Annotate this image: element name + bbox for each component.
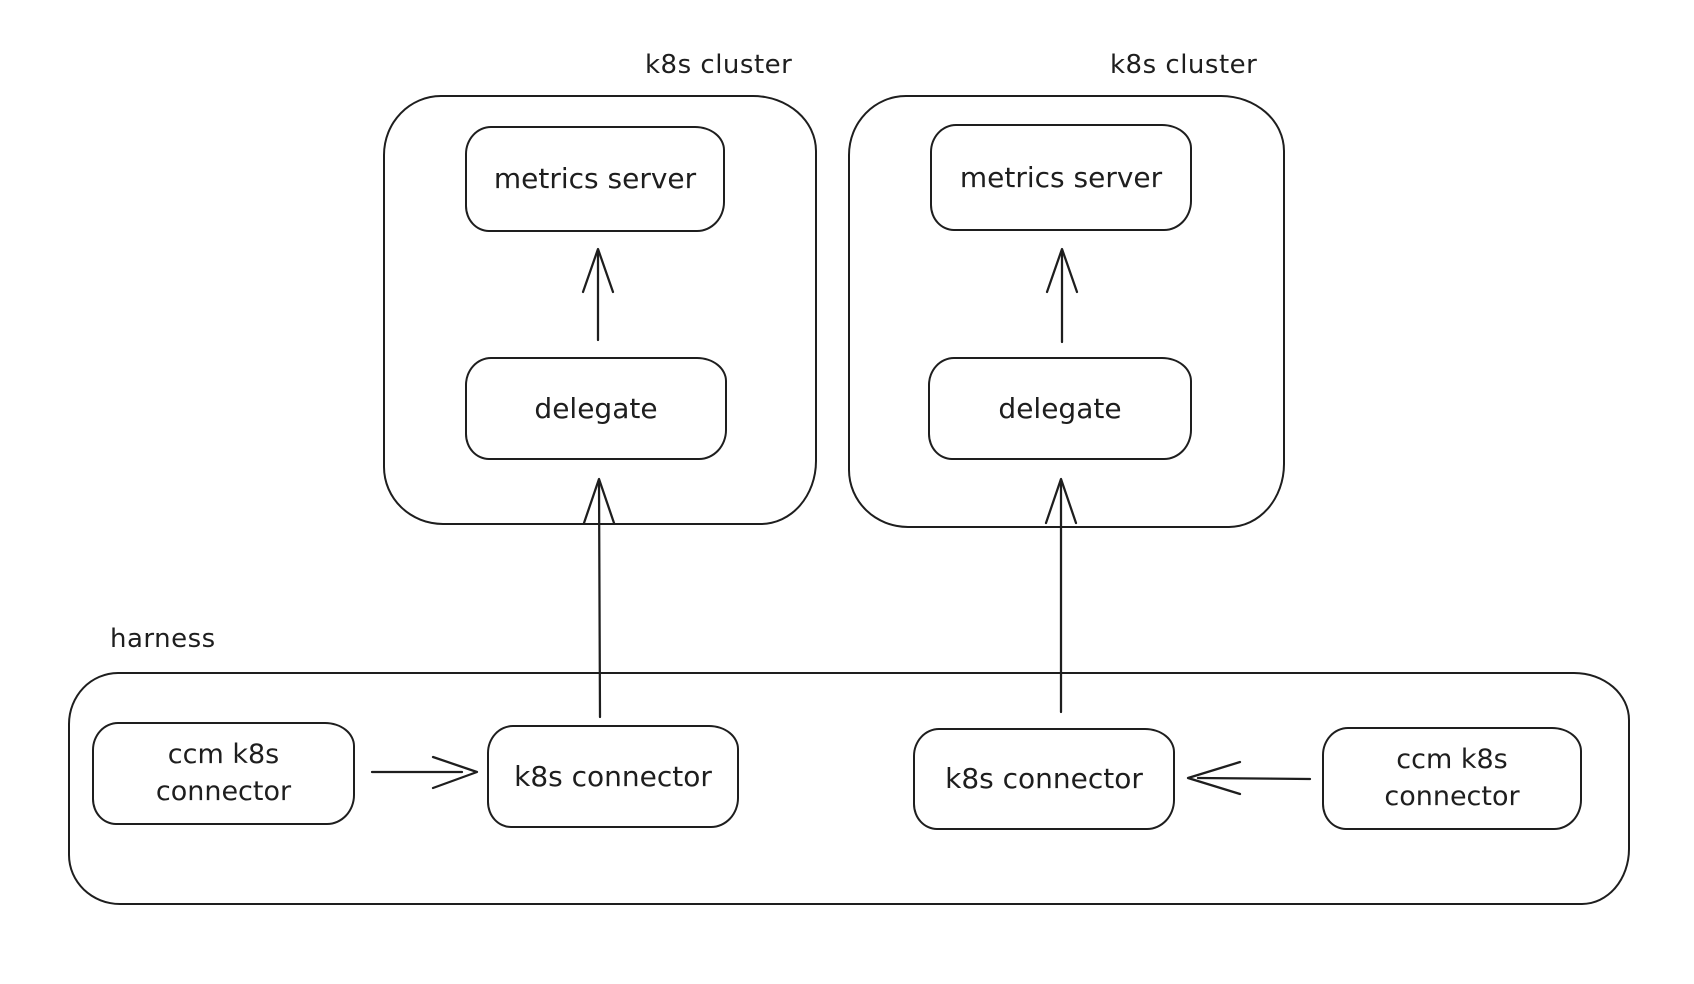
k8s-cluster-box-right	[848, 95, 1285, 528]
k8s-connector-node-left: k8s connector	[487, 725, 739, 828]
ccm-k8s-connector-node-right: ccm k8s connector	[1322, 727, 1582, 830]
cluster-label-right: k8s cluster	[1110, 50, 1258, 80]
metrics-server-node-right: metrics server	[930, 124, 1192, 231]
harness-label: harness	[110, 624, 216, 654]
delegate-node-left: delegate	[465, 357, 727, 460]
k8s-connector-node-right: k8s connector	[913, 728, 1175, 830]
delegate-node-right: delegate	[928, 357, 1192, 460]
ccm-k8s-connector-node-left: ccm k8s connector	[92, 722, 355, 825]
harness-box	[68, 672, 1630, 905]
cluster-label-left: k8s cluster	[645, 50, 793, 80]
metrics-server-node-left: metrics server	[465, 126, 725, 232]
